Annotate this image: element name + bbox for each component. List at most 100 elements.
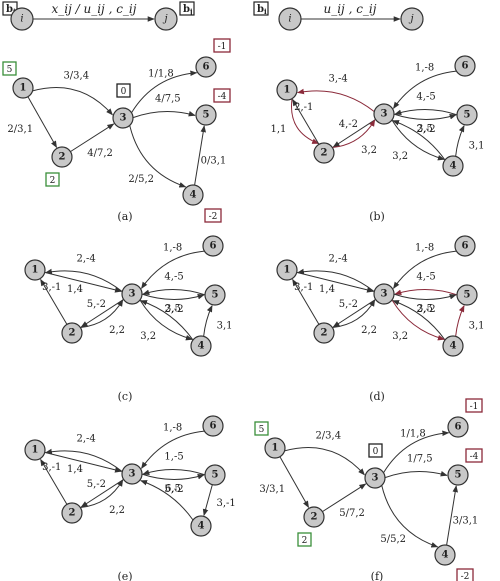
node-5-label: 5 bbox=[203, 110, 210, 121]
node-4 bbox=[182, 184, 204, 206]
node-2 bbox=[313, 142, 335, 164]
node-4-label: 4 bbox=[198, 341, 205, 352]
edge-label-3-5: 3,5 bbox=[417, 123, 433, 134]
edge-label-3-1: 2,-4 bbox=[76, 253, 95, 264]
edge-4-5 bbox=[446, 485, 458, 546]
edge-3-4 bbox=[139, 299, 193, 341]
edge-label-5-3: 4,-5 bbox=[416, 92, 435, 103]
edge-label-1-2: 3/3,1 bbox=[259, 484, 285, 495]
supply-legend-box-right bbox=[253, 1, 269, 16]
edge-2-3 bbox=[80, 479, 124, 509]
edge-label-4-5: 3,1 bbox=[217, 321, 233, 332]
node-1-label: 1 bbox=[284, 265, 291, 276]
node-1-label: 1 bbox=[20, 83, 27, 94]
edge-5-3 bbox=[142, 289, 206, 296]
edge-label-1-3: 1,4 bbox=[319, 284, 335, 295]
node-3 bbox=[373, 103, 395, 125]
edge-3-5 bbox=[384, 470, 448, 479]
panel-b: 3,-41,12,-14,-23,21,-84,-53,52,-23,23,11… bbox=[270, 55, 485, 223]
panel-f: 2/3,43/3,15/7,21/1,81/7,55/5,23/3,112345… bbox=[254, 398, 483, 581]
edge-label-2-3: 2,2 bbox=[109, 505, 125, 516]
supply-value-3: 0 bbox=[373, 447, 379, 457]
edge-3-5 bbox=[141, 473, 205, 480]
panel-caption: (e) bbox=[117, 570, 132, 581]
node-1-label: 1 bbox=[272, 443, 279, 454]
edge-4-3 bbox=[140, 300, 194, 341]
edge-label-3-1: 3,-4 bbox=[328, 73, 347, 84]
edge-3-4 bbox=[391, 299, 445, 341]
legend-node-j bbox=[154, 7, 178, 31]
edge-2-3 bbox=[322, 483, 367, 513]
edge-label-1-2: 2/3,1 bbox=[7, 124, 33, 135]
panel-e: 2,-41,43,-15,-22,21,-81,-56,55,-23,-1123… bbox=[24, 415, 236, 581]
edge-label-2-3: 2,2 bbox=[109, 325, 125, 336]
node-2-label: 2 bbox=[321, 148, 328, 159]
node-6 bbox=[454, 55, 476, 77]
node-5-label: 5 bbox=[455, 470, 462, 481]
supply-value-3: 0 bbox=[121, 87, 127, 97]
node-2-label: 2 bbox=[69, 328, 76, 339]
edge-label-6-3: 1,-8 bbox=[415, 242, 434, 253]
supply-value-6: -1 bbox=[470, 402, 479, 412]
edge-5-3 bbox=[394, 109, 458, 116]
node-3-label: 3 bbox=[120, 113, 127, 124]
node-4 bbox=[434, 544, 456, 566]
node-1 bbox=[12, 77, 34, 99]
edge-label-3-2: 5,-2 bbox=[87, 299, 106, 310]
supply-box-5 bbox=[465, 448, 483, 463]
legend-node-j-right-label: j bbox=[408, 14, 413, 25]
panel-caption: (c) bbox=[118, 390, 133, 403]
node-1 bbox=[276, 79, 298, 101]
node-2 bbox=[51, 146, 73, 168]
node-5 bbox=[456, 284, 478, 306]
edge-2-3 bbox=[332, 119, 376, 149]
edge-label-1-3: 1,4 bbox=[67, 464, 83, 475]
panel-a: 3/3,42/3,14/7,21/1,84/7,52/5,20/3,112345… bbox=[2, 38, 231, 223]
edge-label-3-4: 3,2 bbox=[392, 151, 408, 162]
legend-left: bi i x_ij / u_ij , c_ij j bj bbox=[2, 1, 195, 31]
node-2-label: 2 bbox=[321, 328, 328, 339]
panel-caption: (d) bbox=[369, 390, 385, 403]
edge-label-2-3: 4/7,2 bbox=[87, 148, 113, 159]
node-3 bbox=[364, 467, 386, 489]
edge-6-3 bbox=[141, 250, 205, 289]
supply-value-6: -1 bbox=[218, 42, 227, 52]
demand-legend-box bbox=[179, 1, 195, 16]
node-6-label: 6 bbox=[455, 422, 462, 433]
supply-value-1: 5 bbox=[259, 425, 265, 435]
edge-label-3-1: 2,-4 bbox=[328, 253, 347, 264]
node-3 bbox=[373, 283, 395, 305]
node-4-label: 4 bbox=[450, 161, 457, 172]
supply-box-6 bbox=[465, 398, 483, 413]
edge-label-4-5: 3,1 bbox=[469, 321, 485, 332]
panel-caption: (b) bbox=[369, 210, 385, 223]
node-3 bbox=[121, 463, 143, 485]
edge-label-1-2: 1,1 bbox=[270, 124, 286, 135]
node-2-label: 2 bbox=[69, 508, 76, 519]
edge-6-3 bbox=[141, 430, 205, 469]
edge-label-4-3: 2,-2 bbox=[164, 304, 183, 315]
supply-box-1 bbox=[254, 421, 269, 436]
node-4 bbox=[190, 515, 212, 537]
node-6 bbox=[202, 235, 224, 257]
legend-node-j-label: j bbox=[162, 14, 167, 25]
node-6-label: 6 bbox=[462, 61, 469, 72]
node-6 bbox=[447, 416, 469, 438]
edge-label-3-5: 3,5 bbox=[417, 303, 433, 314]
supply-box-4 bbox=[204, 208, 222, 223]
edge-1-2 bbox=[279, 456, 310, 509]
edge-label-2-3: 5/7,2 bbox=[339, 508, 365, 519]
node-6-label: 6 bbox=[462, 241, 469, 252]
node-2 bbox=[303, 506, 325, 528]
edge-label-1-3: 1,4 bbox=[67, 284, 83, 295]
legend-node-j-right bbox=[400, 7, 424, 31]
edge-2-1 bbox=[40, 278, 68, 325]
edge-label-2-3: 3,2 bbox=[361, 145, 377, 156]
edge-3-4 bbox=[129, 125, 187, 188]
edge-label-3-1: 2,-4 bbox=[76, 433, 95, 444]
legend-right: bi i u_ij , c_ij j bbox=[253, 1, 424, 31]
supply-legend-text-right: bi bbox=[257, 4, 267, 16]
edge-2-1 bbox=[292, 278, 320, 325]
